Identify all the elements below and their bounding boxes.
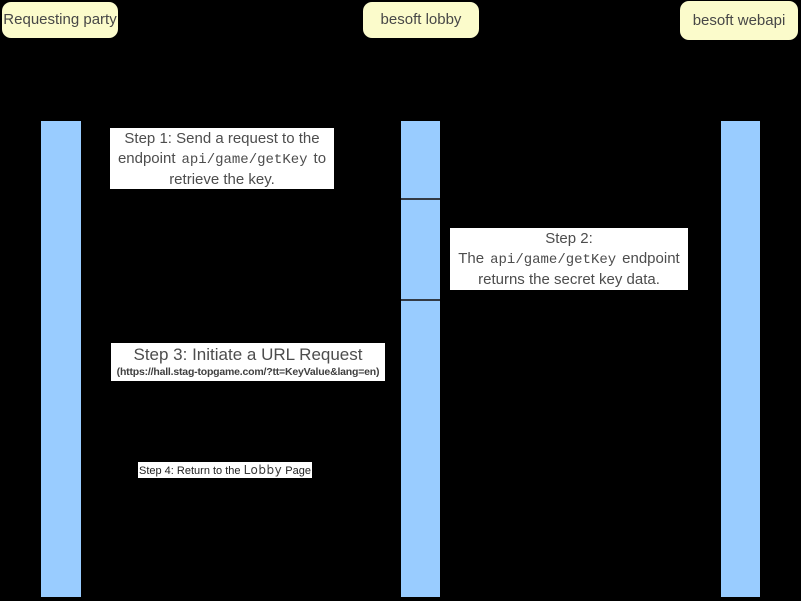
lifeline-bar-besoft-webapi [721, 121, 760, 597]
message-step4: Step 4: Return to the Lobby Page [138, 462, 312, 478]
actor-label-besoft-webapi-line1: besoft [692, 11, 734, 29]
actor-box-besoft-lobby: besoft lobby [363, 2, 479, 38]
message-step3-title: Step 3: Initiate a URL Request [133, 345, 363, 364]
actor-box-besoft-webapi: besoft webapi [680, 1, 798, 40]
actor-box-requesting-party: Requesting party [2, 2, 118, 38]
actor-label-besoft-webapi: besoft webapi [693, 12, 786, 30]
message-step1-line3: retrieve the key. [169, 171, 275, 188]
lifeline-bar-requesting-party [41, 121, 81, 597]
actor-label-besoft-lobby: besoft lobby [380, 11, 462, 28]
message-step1-line1: Step 1: Send a request to the [124, 130, 320, 147]
actor-label-besoft-webapi-line2: webapi [737, 11, 786, 29]
message-step3: Step 3: Initiate a URL Request (https://… [111, 343, 385, 381]
message-step3-url: (https://hall.stag-topgame.com/?tt=KeyVa… [116, 366, 380, 378]
message-step4-text: Step 4: Return to the Lobby Page [139, 463, 311, 477]
endpoint-code-text: api/game/getKey [490, 252, 617, 268]
actor-label-requesting-party: Requesting party [3, 11, 117, 28]
endpoint-code-text: api/game/getKey [181, 152, 308, 168]
lifeline-bar-besoft-lobby [401, 121, 440, 597]
lifeline-segment-divider [401, 299, 440, 301]
message-step2-line1: Step 2: [545, 230, 593, 247]
message-step4-lobby-word: Lobby [243, 463, 283, 477]
lifeline-segment-divider [401, 198, 440, 200]
message-step2-line3: returns the secret key data. [478, 271, 660, 288]
